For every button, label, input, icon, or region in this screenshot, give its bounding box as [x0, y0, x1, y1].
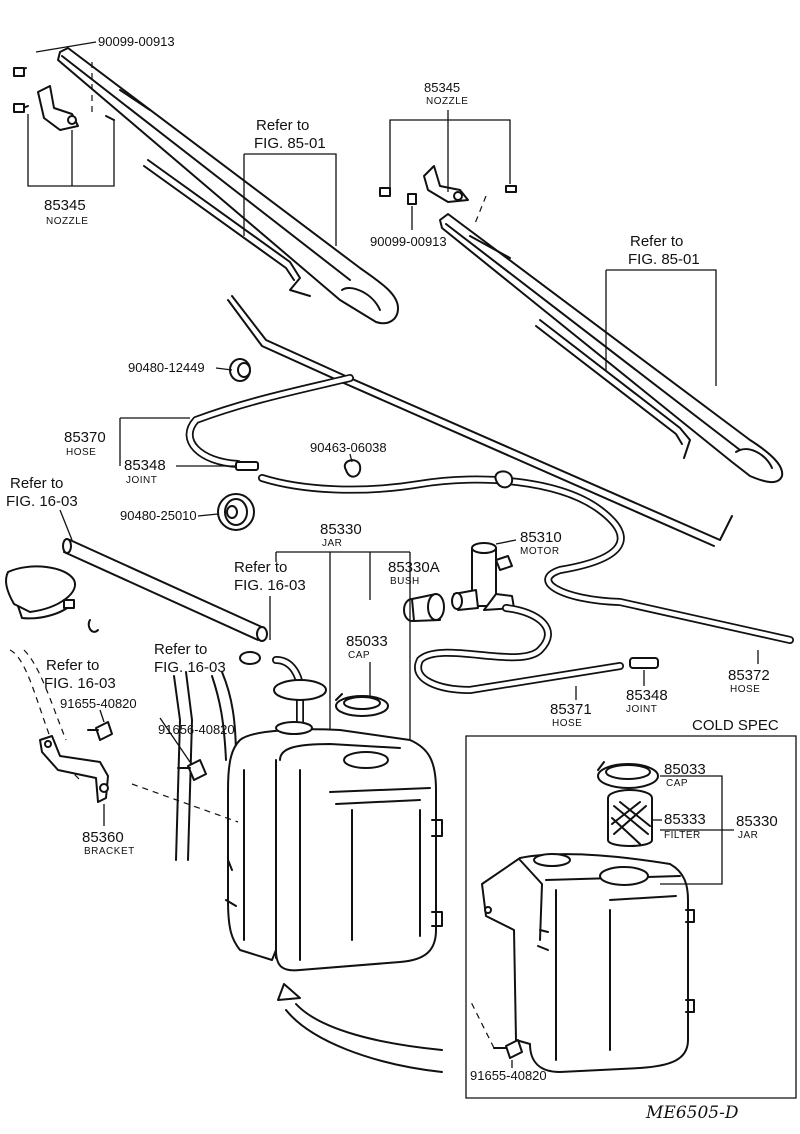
jar-cap-85033 [335, 693, 389, 717]
leader-fig-16-03-1 [59, 509, 73, 541]
label-85345-left: 85345 [44, 197, 86, 214]
label-85345-right: 85345 [424, 80, 460, 95]
label-jar-a: JAR [322, 538, 342, 549]
label-85333: 85333 [664, 811, 706, 828]
bush [403, 593, 445, 622]
label-90480-25010: 90480-25010 [120, 508, 197, 523]
refer-to-label-3: Refer to [10, 475, 63, 492]
fig-85-01-label-2: FIG. 85-01 [628, 251, 700, 268]
leader-91655-a [99, 709, 105, 723]
label-85330-b: 85330 [736, 813, 778, 830]
leader-90480-25010 [197, 513, 219, 517]
label-joint-b: JOINT [626, 704, 657, 715]
label-hose-85372: HOSE [730, 684, 760, 695]
leader-fig-85-01-right [605, 269, 717, 386]
label-91656-40820: 91656-40820 [158, 722, 235, 737]
label-nozzle-right: NOZZLE [426, 96, 468, 107]
label-joint-a: JOINT [126, 475, 157, 486]
label-90099-00913-right: 90099-00913 [370, 234, 447, 249]
label-bracket: BRACKET [84, 846, 135, 857]
label-90480-12449: 90480-12449 [128, 360, 205, 375]
refer-to-label-5: Refer to [154, 641, 207, 658]
label-hose-85370: HOSE [66, 447, 96, 458]
label-motor: MOTOR [520, 546, 560, 557]
label-85360: 85360 [82, 829, 124, 846]
label-hose-85371: HOSE [552, 718, 582, 729]
label-85371: 85371 [550, 701, 592, 718]
leader-85310 [495, 539, 517, 545]
label-bush: BUSH [390, 576, 420, 587]
leader-90099-top [35, 41, 97, 53]
bolt-91655-a [87, 721, 113, 741]
bracket-85345-left [27, 114, 115, 187]
bracket-85345-right [389, 110, 511, 192]
fig-16-03-label-4: FIG. 16-03 [44, 675, 116, 692]
nozzle-hoses [185, 295, 794, 644]
label-90463-06038: 90463-06038 [310, 440, 387, 455]
leader-85370 [119, 417, 190, 466]
label-85033-b: 85033 [664, 761, 706, 778]
label-85310: 85310 [520, 529, 562, 546]
filler-pipe [62, 538, 268, 642]
washer-motor [414, 542, 659, 694]
label-91655-40820-b: 91655-40820 [470, 1068, 547, 1083]
right-wiper-arm [439, 213, 784, 483]
cold-spec-box: COLD SPEC [465, 717, 797, 1099]
body-panel [5, 565, 237, 861]
label-85372: 85372 [728, 667, 770, 684]
leader-90480-12449 [215, 367, 233, 371]
leader-fig-85-01-left [243, 153, 337, 246]
label-85033-a: 85033 [346, 633, 388, 650]
label-85370: 85370 [64, 429, 106, 446]
label-85330a: 85330A [388, 559, 440, 576]
leader-91656 [159, 717, 191, 763]
refer-to-label-4: Refer to [234, 559, 287, 576]
refer-to-label-2: Refer to [630, 233, 683, 250]
label-jar-b: JAR [738, 830, 758, 841]
right-nozzle [379, 165, 517, 227]
cold-spec-label: COLD SPEC [692, 717, 779, 734]
label-91655-40820-a: 91655-40820 [60, 696, 137, 711]
bracket-85330-jar [276, 551, 411, 740]
leader-fig-16-03-2 [269, 552, 277, 640]
drawing-code: ME6505-D [645, 1103, 739, 1123]
label-90099-00913-top: 90099-00913 [98, 34, 175, 49]
bracket-85360 [39, 735, 109, 803]
label-cap-b: CAP [666, 778, 688, 789]
fig-16-03-label-2: FIG. 16-03 [234, 577, 306, 594]
label-cap-a: CAP [348, 650, 370, 661]
fig-85-01-label-1: FIG. 85-01 [254, 135, 326, 152]
cold-spec-arrow [277, 983, 443, 1073]
fig-16-03-label-1: FIG. 16-03 [6, 493, 78, 510]
left-wiper-arm [57, 47, 399, 325]
label-filter: FILTER [664, 830, 701, 841]
refer-to-label-6: Refer to [46, 657, 99, 674]
mount-line [131, 783, 239, 823]
leader-90463 [349, 453, 353, 463]
label-nozzle-left: NOZZLE [46, 216, 88, 227]
filler-neck [239, 651, 327, 744]
bolt-91656 [177, 759, 207, 781]
refer-to-label-1: Refer to [256, 117, 309, 134]
label-85348-b: 85348 [626, 687, 668, 704]
left-nozzle [13, 62, 115, 131]
label-85330-a: 85330 [320, 521, 362, 538]
washer-jar [225, 721, 443, 972]
label-85348-a: 85348 [124, 457, 166, 474]
fig-16-03-label-3: FIG. 16-03 [154, 659, 226, 676]
